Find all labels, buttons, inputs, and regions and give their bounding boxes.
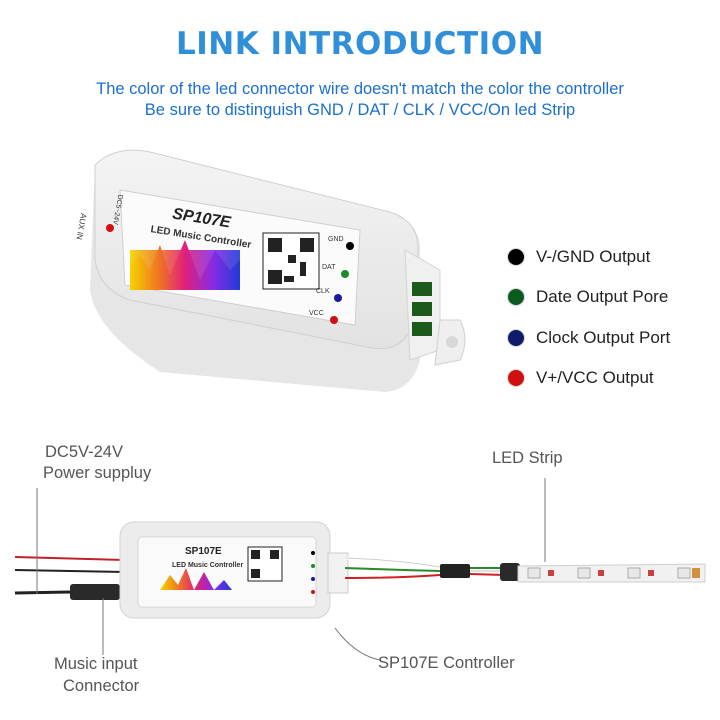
small-controller <box>119 521 349 619</box>
music-label-line-2: Connector <box>63 677 140 695</box>
callout-lines <box>36 478 546 661</box>
legend-label: V-/GND Output <box>536 247 651 266</box>
legend-gnd: V-/GND Output <box>508 245 650 269</box>
pin-dat: DAT <box>322 264 336 271</box>
legend-label: Date Output Pore <box>536 287 669 306</box>
controller-label: SP107E Controller <box>378 654 515 672</box>
subtitle-line-1: The color of the led connector wire does… <box>96 80 624 98</box>
strip-wires <box>344 556 520 581</box>
strip-label: LED Strip <box>492 449 563 467</box>
legend-dot-icon <box>508 249 524 265</box>
legend-vcc: V+/VCC Output <box>508 366 654 390</box>
pin-clk: CLK <box>316 288 330 295</box>
legend-label: Clock Output Port <box>536 328 671 347</box>
pin-gnd: GND <box>328 236 344 243</box>
music-label-line-1: Music input <box>54 655 138 673</box>
small-controller-name: LED Music Controller <box>172 562 244 569</box>
led-strip <box>517 563 706 583</box>
power-label-line-2: Power suppluy <box>43 464 152 482</box>
page-title: LINK INTRODUCTION <box>175 26 545 62</box>
legend-dot-icon <box>508 289 524 305</box>
legend-label: V+/VCC Output <box>536 368 654 387</box>
subtitle-line-2: Be sure to distinguish GND / DAT / CLK /… <box>144 101 576 119</box>
legend-clk: Clock Output Port <box>508 326 670 350</box>
power-wires <box>14 556 126 600</box>
large-controller <box>90 149 466 392</box>
legend-dat: Date Output Pore <box>508 285 668 309</box>
pin-vcc: VCC <box>309 310 324 317</box>
legend-dot-icon <box>508 330 524 346</box>
power-label-line-1: DC5V-24V <box>45 443 123 461</box>
small-controller-model: SP107E <box>185 546 222 557</box>
legend-dot-icon <box>508 370 524 386</box>
